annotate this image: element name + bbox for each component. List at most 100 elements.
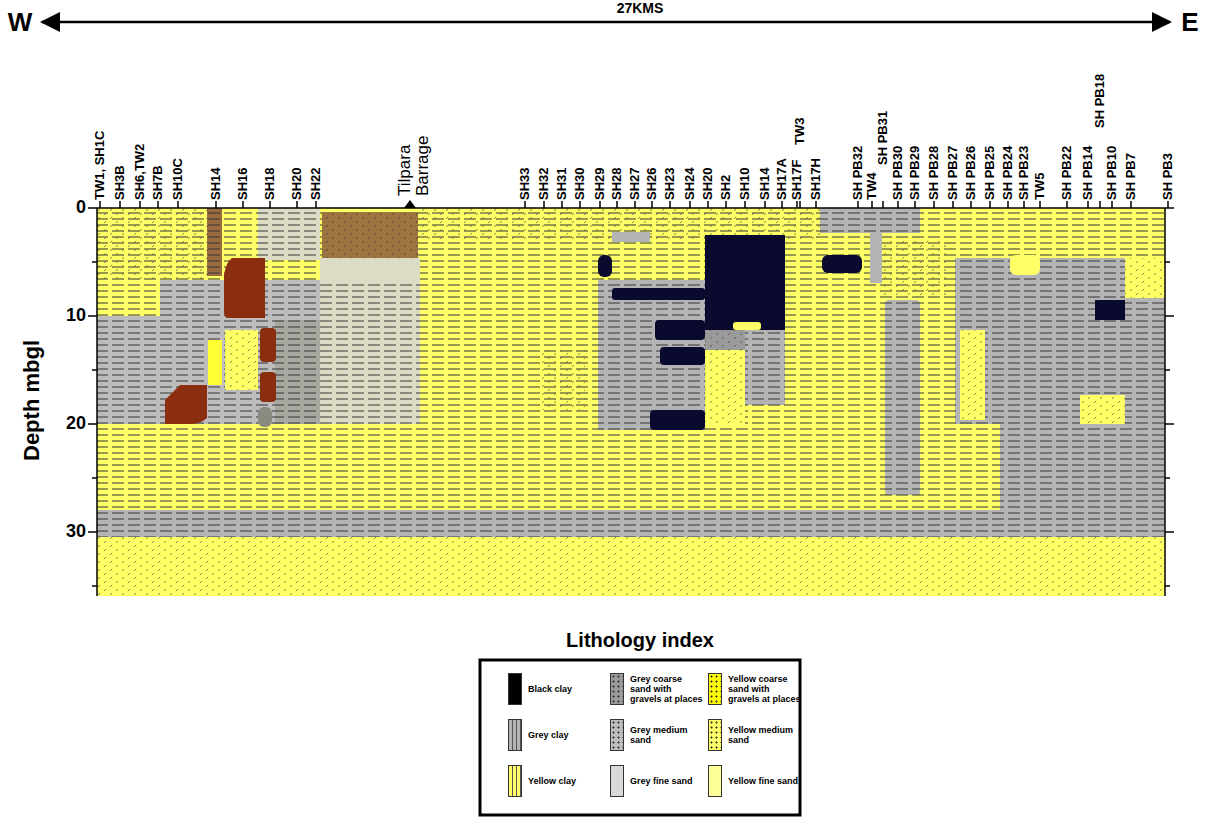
legend-item: Grey fine sand xyxy=(610,763,704,799)
well-label: TW3 xyxy=(793,118,807,145)
well-label: SH17F xyxy=(790,160,804,200)
well-label: SH29 xyxy=(593,167,607,200)
direction-label: W xyxy=(8,8,33,37)
well-tick xyxy=(707,201,709,208)
legend-item: Black clay xyxy=(508,671,602,707)
barrage-label: Tilpara Barrage xyxy=(396,124,432,196)
well-label: SH10C xyxy=(171,158,185,200)
well-tick xyxy=(616,201,618,208)
well-label: SH2 xyxy=(719,175,733,200)
well-tick xyxy=(215,201,217,208)
legend-swatch xyxy=(708,719,722,751)
well-label: SH14 xyxy=(758,167,772,200)
well-label: SH PB7 xyxy=(1124,153,1138,200)
legend-swatch xyxy=(708,765,722,797)
well-label: SH10 xyxy=(738,167,752,200)
well-label: TW5 xyxy=(1033,173,1047,200)
well-tick xyxy=(725,201,727,208)
axis-tick-label: 20 xyxy=(66,414,86,434)
well-label: SH33 xyxy=(518,167,532,200)
well-label: SH PB26 xyxy=(964,146,978,200)
well-tick xyxy=(669,201,671,208)
well-label: SH18 xyxy=(263,167,277,200)
legend-item: Grey medium sand xyxy=(610,717,704,753)
well-label: SH17H xyxy=(809,158,823,200)
legend-item: Yellow clay xyxy=(508,763,602,799)
well-tick xyxy=(1099,201,1101,208)
legend-item: Grey clay xyxy=(508,717,602,753)
well-tick xyxy=(1167,201,1169,208)
well-tick xyxy=(634,201,636,208)
well-tick xyxy=(524,201,526,208)
well-label: TW1, SH1C xyxy=(93,131,107,200)
well-tick xyxy=(933,201,935,208)
legend-title: Lithology index xyxy=(566,629,714,651)
well-tick xyxy=(1087,201,1089,208)
well-tick xyxy=(871,201,873,208)
well-label: SH22 xyxy=(309,167,323,200)
well-tick xyxy=(815,201,817,208)
well-tick xyxy=(561,201,563,208)
well-tick xyxy=(1066,201,1068,208)
legend-text: Grey medium sand xyxy=(630,725,704,745)
well-label: SH PB30 xyxy=(891,146,905,200)
axis-tick-label: 10 xyxy=(66,306,86,326)
well-label: SH PB14 xyxy=(1081,146,1095,200)
well-label: SH PB23 xyxy=(1017,146,1031,200)
well-tick xyxy=(764,201,766,208)
axis-tick-label: 0 xyxy=(76,198,86,218)
legend-text: Yellow fine sand xyxy=(728,776,802,786)
well-label: SH6,TW2 xyxy=(133,144,147,200)
legend-swatch xyxy=(610,719,624,751)
well-tick xyxy=(744,201,746,208)
legend-item: Yellow medium sand xyxy=(708,717,802,753)
well-tick xyxy=(157,201,159,208)
well-label: SH27 xyxy=(628,167,642,200)
well-label: SH32 xyxy=(537,167,551,200)
legend-item: Yellow coarse sand with gravels at place… xyxy=(708,671,802,707)
well-tick xyxy=(897,201,899,208)
well-label: TW4 xyxy=(865,173,879,200)
well-label: SH16 xyxy=(236,167,250,200)
well-label: SH3B xyxy=(113,165,127,200)
well-tick xyxy=(1039,201,1041,208)
well-tick xyxy=(269,201,271,208)
well-label: SH PB25 xyxy=(983,146,997,200)
well-label: SH PB24 xyxy=(1001,146,1015,200)
legend-swatch xyxy=(610,673,624,705)
well-tick xyxy=(315,201,317,208)
legend-text: Yellow clay xyxy=(528,776,602,786)
well-label: SH PB28 xyxy=(927,146,941,200)
well-tick xyxy=(882,201,884,208)
legend-text: Grey fine sand xyxy=(630,776,704,786)
well-label: SH23 xyxy=(663,167,677,200)
well-label: SH28 xyxy=(610,167,624,200)
legend-swatch xyxy=(508,765,522,797)
well-tick xyxy=(799,201,801,208)
well-label: SH PB29 xyxy=(908,146,922,200)
well-tick xyxy=(796,201,798,208)
well-label: SH17A xyxy=(775,158,789,200)
well-label: SH7B xyxy=(151,165,165,200)
well-label: SH PB31 xyxy=(876,111,890,165)
well-tick xyxy=(599,201,601,208)
legend-swatch xyxy=(708,673,722,705)
well-label: SH20 xyxy=(290,167,304,200)
legend-swatch xyxy=(508,719,522,751)
legend-text: Grey clay xyxy=(528,730,602,740)
well-tick xyxy=(781,201,783,208)
legend-swatch xyxy=(610,765,624,797)
well-label: SH PB3 xyxy=(1161,153,1175,200)
direction-label: E xyxy=(1181,8,1198,37)
well-tick xyxy=(177,201,179,208)
well-tick xyxy=(1130,201,1132,208)
axis-tick-label: 30 xyxy=(66,522,86,542)
legend-item: Grey coarse sand with gravels at places xyxy=(610,671,704,707)
legend-text: Yellow coarse sand with gravels at place… xyxy=(728,674,802,704)
well-tick xyxy=(1007,201,1009,208)
legend-item: Yellow fine sand xyxy=(708,763,802,799)
well-label: SH31 xyxy=(555,167,569,200)
well-tick xyxy=(579,201,581,208)
axis-title: Depth mbgl xyxy=(20,340,44,461)
